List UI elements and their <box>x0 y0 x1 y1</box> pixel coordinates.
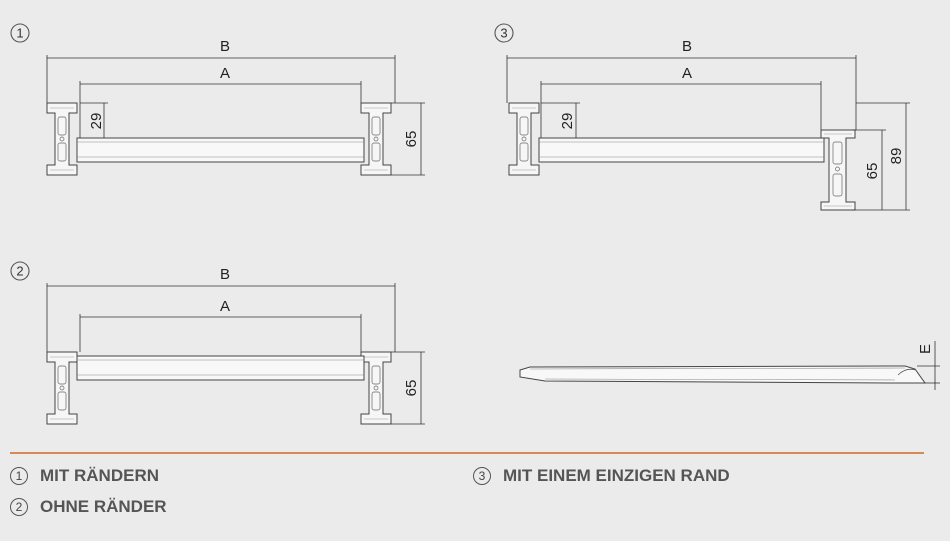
dim-65-3: 65 <box>864 163 881 180</box>
dim-89-3: 89 <box>888 148 905 165</box>
drawing-2-without-edges: 2 B A 65 <box>10 261 425 425</box>
dim-a-3: A <box>682 65 692 82</box>
dim-b-1: B <box>220 38 230 55</box>
dim-b-2: B <box>220 266 230 283</box>
separator-line <box>10 452 924 454</box>
side-profile-right-1 <box>360 102 392 176</box>
dim-b-3: B <box>682 38 692 55</box>
side-profile-left-2 <box>46 351 78 425</box>
legend-item-1: 1 MIT RÄNDERN <box>10 466 159 486</box>
dim-29-1: 29 <box>88 113 105 130</box>
side-profile-left-1 <box>46 102 78 176</box>
marker-1-circle <box>10 23 30 43</box>
plate-3 <box>538 137 825 163</box>
legend-label-1: MIT RÄNDERN <box>40 466 159 485</box>
dim-65-1: 65 <box>403 131 420 148</box>
legend-num-3: 3 <box>473 467 491 485</box>
drawing-3-single-edge: 3 B A 29 65 <box>494 23 910 211</box>
plate-2 <box>76 355 365 381</box>
marker-3-circle <box>494 23 514 43</box>
dim-29-3: 29 <box>559 113 576 130</box>
legend-label-3: MIT EINEM EINZIGEN RAND <box>503 466 730 485</box>
drawing-1-with-edges: 1 B A 29 65 <box>10 23 425 176</box>
legend-label-2: OHNE RÄNDER <box>40 497 167 516</box>
legend-item-2: 2 OHNE RÄNDER <box>10 497 167 517</box>
legend-num-2: 2 <box>10 498 28 516</box>
marker-1-label: 1 <box>16 26 23 41</box>
legend-num-1: 1 <box>10 467 28 485</box>
dim-a-2: A <box>220 298 230 315</box>
marker-2-circle <box>10 261 30 281</box>
dim-e: E <box>917 344 934 354</box>
dim-65-2: 65 <box>403 380 420 397</box>
side-profile-right-3 <box>820 129 856 211</box>
side-profile-left-3 <box>508 102 540 176</box>
marker-2-label: 2 <box>16 264 23 279</box>
dim-a-1: A <box>220 65 230 82</box>
ramp-side-view: E <box>519 341 940 390</box>
marker-3-label: 3 <box>500 26 507 41</box>
legend-item-3: 3 MIT EINEM EINZIGEN RAND <box>473 466 730 486</box>
side-profile-right-2 <box>360 351 392 425</box>
plate-1 <box>76 137 365 163</box>
